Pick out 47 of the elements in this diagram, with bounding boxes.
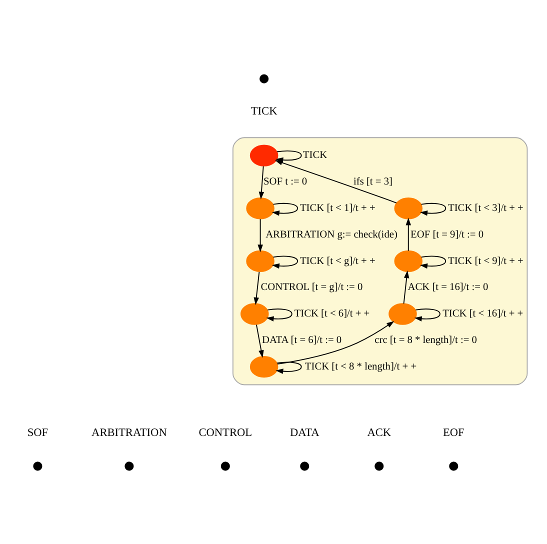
- node-circle: [240, 302, 269, 324]
- node-text: CONTROL: [198, 426, 252, 439]
- edge-label: TICK [t < 6]/t + +: [294, 308, 370, 320]
- edge-label: TICK [t < 16]/t + +: [442, 308, 524, 320]
- edge-label: ACK [t = 16]/t := 0: [408, 282, 488, 293]
- edge-label: TICK [t < 1]/t + +: [300, 202, 376, 214]
- node-text: TICK: [250, 105, 278, 118]
- edge-label: TICK [t < 8 * length]/t + +: [304, 360, 417, 372]
- arrow: [277, 320, 394, 364]
- arrow: [254, 270, 260, 305]
- node-circle: [388, 302, 417, 324]
- node-text: SOF: [27, 426, 48, 439]
- edge-label: TICK: [302, 150, 328, 161]
- edge-label: DATA [t = 6]/t := 0: [262, 334, 342, 346]
- edge-label: TICK [t < 3]/t + +: [448, 202, 524, 214]
- arrow: [403, 270, 410, 304]
- node-circle: [250, 355, 278, 378]
- node-circle: [394, 197, 423, 219]
- arrow: [272, 255, 298, 268]
- arrow: [406, 217, 412, 251]
- edge-label: EOF [t = 9]/t := 0: [410, 228, 484, 240]
- arrow: [274, 160, 397, 203]
- node-circle: [246, 197, 274, 219]
- arrow: [276, 361, 302, 374]
- arrow: [420, 202, 446, 216]
- arrow: [272, 202, 298, 216]
- node-text: DATA: [290, 426, 320, 439]
- edge-label: CONTROL [t = g]/t := 0: [260, 282, 363, 293]
- edge-label: TICK [t < g]/t + +: [300, 255, 376, 266]
- arrow: [258, 165, 264, 199]
- edge-label: SOF t := 0: [264, 176, 308, 188]
- arrow: [420, 255, 446, 268]
- arrow: [266, 308, 292, 321]
- edge-label: ARBITRATION g:= check(ide): [266, 228, 398, 240]
- cluster: [232, 136, 528, 385]
- node-circle: [394, 250, 423, 272]
- node-text: ACK: [367, 426, 392, 439]
- node-text: ARBITRATION: [92, 426, 167, 439]
- arrow: [256, 324, 264, 358]
- edge-label: crc [t = 8 * length]/t := 0: [374, 334, 477, 346]
- edge-label: TICK [t < 9]/t + +: [448, 255, 524, 266]
- node-text: EOF: [442, 426, 464, 439]
- arrow: [258, 218, 263, 252]
- node-circle: [250, 144, 278, 166]
- edge-label: ifs [t = 3]: [354, 176, 392, 188]
- arrow: [414, 308, 440, 321]
- node-circle: [246, 250, 274, 272]
